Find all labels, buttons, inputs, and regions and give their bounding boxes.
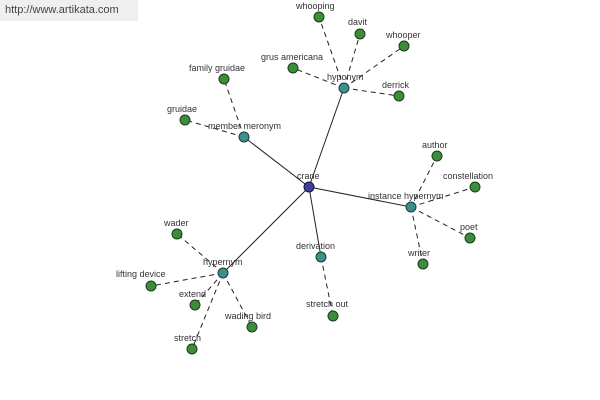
edge-hypernym-wading-bird — [222, 272, 253, 328]
edge-derivation-stretch-out — [320, 256, 334, 317]
node-hyponym[interactable] — [338, 82, 350, 94]
edge-hyponym-derrick — [343, 87, 400, 97]
edge-instance-poet — [410, 206, 471, 239]
node-grus-americana[interactable] — [287, 62, 299, 74]
node-whooper[interactable] — [398, 40, 410, 52]
edge-crane-instance-hypernym — [308, 186, 412, 208]
edge-instance-author — [410, 155, 438, 208]
node-poet[interactable] — [464, 232, 476, 244]
node-member-meronym[interactable] — [238, 131, 250, 143]
label-lifting-device: lifting device — [116, 269, 166, 279]
node-lifting-device[interactable] — [145, 280, 157, 292]
node-wader[interactable] — [171, 228, 183, 240]
edge-hypernym-extend — [194, 272, 224, 306]
edge-instance-constellation — [410, 186, 476, 208]
node-constellation[interactable] — [469, 181, 481, 193]
edge-hypernym-lifting-device — [150, 272, 224, 287]
node-gruidae[interactable] — [179, 114, 191, 126]
node-davit[interactable] — [354, 28, 366, 40]
node-family-gruidae[interactable] — [218, 73, 230, 85]
edge-instance-writer — [410, 206, 424, 265]
edge-hyponym-grus-americana — [292, 67, 345, 89]
label-stretch-out: stretch out — [306, 299, 349, 309]
node-derrick[interactable] — [393, 90, 405, 102]
label-wading-bird: wading bird — [224, 311, 271, 321]
node-author[interactable] — [431, 150, 443, 162]
label-stretch: stretch — [174, 333, 201, 343]
node-instance-hypernym[interactable] — [405, 201, 417, 213]
label-instance-hypernym: instance hypernym — [368, 191, 444, 201]
edge-meronym-gruidae — [184, 119, 245, 138]
node-crane[interactable] — [303, 181, 315, 193]
label-wader: wader — [163, 218, 189, 228]
label-family-gruidae: family gruidae — [189, 63, 245, 73]
label-derrick: derrick — [382, 80, 410, 90]
node-extend[interactable] — [189, 299, 201, 311]
edge-hypernym-wader — [176, 233, 224, 274]
label-crane: crane — [297, 171, 320, 181]
edge-hyponym-whooping — [318, 16, 345, 89]
watermark-url[interactable]: http://www.artikata.com — [0, 0, 138, 21]
edge-meronym-family-gruidae — [223, 78, 245, 138]
label-poet: poet — [460, 222, 478, 232]
label-whooper: whooper — [385, 30, 421, 40]
node-whooping[interactable] — [313, 11, 325, 23]
node-stretch-out[interactable] — [327, 310, 339, 322]
label-member-meronym: member meronym — [208, 121, 281, 131]
node-writer[interactable] — [417, 258, 429, 270]
label-gruidae: gruidae — [167, 104, 197, 114]
edge-hyponym-davit — [343, 33, 361, 89]
edge-crane-hypernym — [222, 186, 310, 274]
label-author: author — [422, 140, 448, 150]
node-wading-bird[interactable] — [246, 321, 258, 333]
label-derivation: derivation — [296, 241, 335, 251]
edge-crane-member-meronym — [243, 136, 310, 188]
edge-crane-derivation — [308, 186, 322, 258]
node-stretch[interactable] — [186, 343, 198, 355]
edge-crane-hyponym — [308, 87, 345, 188]
label-extend: extend — [179, 289, 206, 299]
label-grus-americana: grus americana — [261, 52, 323, 62]
label-writer: writer — [407, 248, 430, 258]
label-hyponym: hyponym — [327, 72, 364, 82]
label-constellation: constellation — [443, 171, 493, 181]
node-derivation[interactable] — [315, 251, 327, 263]
node-hypernym[interactable] — [217, 267, 229, 279]
edge-hyponym-whooper — [343, 45, 405, 89]
edge-hypernym-stretch — [191, 272, 224, 350]
label-whooping: whooping — [295, 1, 335, 11]
label-davit: davit — [348, 17, 368, 27]
label-hypernym: hypernym — [203, 257, 243, 267]
